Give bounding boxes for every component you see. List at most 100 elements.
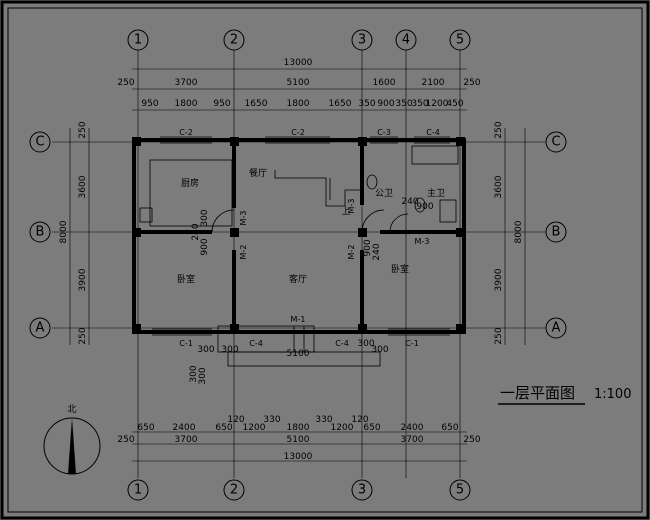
axis-label-top-5: 5 <box>456 33 464 48</box>
dim-top-r1-4: 2100 <box>422 78 445 88</box>
dim-bot-r1-8: 1200 <box>331 423 354 433</box>
dim-right-total: 8000 <box>514 220 524 243</box>
drawing-scale: 1:100 <box>594 387 631 402</box>
porch-dim-3: 300 <box>357 339 374 349</box>
code-m2-left: M-2 <box>239 245 248 260</box>
porch-dim-5: 300 <box>189 365 199 382</box>
axis-bubbles <box>29 29 567 501</box>
axis-label-bottom-2: 2 <box>230 483 238 498</box>
dim-bot-r2-4: 250 <box>463 435 480 445</box>
dim-bot-r1-9: 120 <box>351 415 368 425</box>
dim-right-0: 250 <box>494 121 504 138</box>
dim-bot-r1-2: 650 <box>215 423 232 433</box>
dim-bot-r1-4: 1200 <box>243 423 266 433</box>
drawing-title: 一层平面图 <box>500 384 575 402</box>
dim-top-r1-1: 3700 <box>175 78 198 88</box>
dim-left-3: 250 <box>78 327 88 344</box>
code-c2-left: C-2 <box>179 128 193 137</box>
dim-left-total: 8000 <box>59 220 69 243</box>
code-c3: C-3 <box>377 128 391 137</box>
dim-bot-r1-5: 330 <box>263 415 280 425</box>
code-c4-top: C-4 <box>426 128 440 137</box>
windows <box>152 136 450 336</box>
dim-top-r1-0: 250 <box>117 78 134 88</box>
porch-dim-1: 300 <box>221 345 238 355</box>
axis-label-bottom-1: 1 <box>134 483 142 498</box>
code-m3-stair: M-3 <box>347 199 356 214</box>
top-dimension-lines <box>132 68 467 111</box>
dim-top-r2-11: 450 <box>446 99 463 109</box>
axis-label-top-1: 1 <box>134 33 142 48</box>
room-public-bath: 公卫 <box>375 188 393 199</box>
porch-dim-6: 300 <box>198 367 208 384</box>
inner-dim-2: 900 <box>200 238 210 255</box>
dim-right-1: 3600 <box>494 175 504 198</box>
dim-top-r2-3: 1650 <box>245 99 268 109</box>
dim-bot-r2-3: 3700 <box>401 435 424 445</box>
code-c2-mid: C-2 <box>291 128 305 137</box>
code-m3-right: M-3 <box>415 237 430 246</box>
porch-dim-4: 300 <box>371 345 388 355</box>
room-bedroom-right: 卧室 <box>391 263 409 275</box>
dim-left-0: 250 <box>78 121 88 138</box>
left-dimension-texts: 8000 250 3600 3900 250 <box>59 121 88 344</box>
dim-top-r2-0: 950 <box>141 99 158 109</box>
code-m1: M-1 <box>291 315 306 324</box>
axis-label-left-c: C <box>35 135 44 150</box>
room-labels: 厨房 餐厅 公卫 主卫 卧室 客厅 卧室 上 <box>177 167 445 285</box>
room-dining: 餐厅 <box>249 167 267 179</box>
north-label: 北 <box>67 404 76 415</box>
dim-right-3: 250 <box>494 327 504 344</box>
dim-top-r1-5: 250 <box>463 78 480 88</box>
dim-bot-r2-0: 250 <box>117 435 134 445</box>
dim-bot-r1-10: 650 <box>363 423 380 433</box>
dim-top-r2-5: 1650 <box>329 99 352 109</box>
side-dimension-lines <box>69 128 526 345</box>
axis-label-top-2: 2 <box>230 33 238 48</box>
bottom-dimension-lines <box>132 431 467 462</box>
dim-top-r2-9: 350 <box>411 99 428 109</box>
inner-dim-0: 300 <box>200 209 210 226</box>
room-master-bath: 主卫 <box>427 187 445 199</box>
dim-left-1: 3600 <box>78 175 88 198</box>
opening-codes: C-2 C-2 C-3 C-4 C-1 C-4 M-1 C-4 C-1 M-3 … <box>179 128 440 348</box>
inner-frame <box>7 7 643 513</box>
inner-dim-3: 900 <box>363 239 373 256</box>
axis-label-top-3: 3 <box>358 33 366 48</box>
axis-label-right-b: B <box>552 225 561 240</box>
porch-dim-2: 5100 <box>287 349 310 359</box>
code-c1-right: C-1 <box>405 339 419 348</box>
code-c1-left: C-1 <box>179 339 193 348</box>
inner-dim-4: 240 <box>372 243 382 260</box>
dim-bot-r2-2: 5100 <box>287 435 310 445</box>
dim-bot-r1-7: 330 <box>315 415 332 425</box>
dim-bot-r1-12: 650 <box>441 423 458 433</box>
dim-top-r2-10: 1200 <box>426 99 449 109</box>
axis-label-left-b: B <box>36 225 45 240</box>
stair-up-label: 上 <box>341 206 350 217</box>
structural-columns <box>132 137 465 333</box>
dim-left-2: 3900 <box>78 268 88 291</box>
walls <box>132 138 466 334</box>
dim-top-r2-7: 900 <box>377 99 394 109</box>
dim-top-r2-2: 950 <box>213 99 230 109</box>
top-dimension-texts: 13000 250 3700 5100 1600 2100 250 950 18… <box>117 58 480 109</box>
dim-bot-r1-6: 1800 <box>287 423 310 433</box>
inner-dim-5: 240 <box>401 197 418 207</box>
code-c4-br: C-4 <box>335 339 349 348</box>
dim-top-r1-3: 1600 <box>373 78 396 88</box>
dim-top-r2-4: 1800 <box>287 99 310 109</box>
inner-dimension-texts: 300 240 900 900 240 240 900 300 300 5100… <box>189 197 434 385</box>
north-arrow-icon <box>68 418 76 474</box>
axis-label-bottom-5: 5 <box>456 483 464 498</box>
axis-label-right-a: A <box>552 321 561 336</box>
inner-dim-1: 240 <box>191 223 201 240</box>
bottom-dimension-texts: 650 2400 650 120 1200 330 1800 330 1200 … <box>117 415 480 462</box>
code-c4-bl: C-4 <box>249 339 263 348</box>
room-bedroom-left: 卧室 <box>177 273 195 285</box>
axis-label-top-4: 4 <box>402 33 410 48</box>
fixtures <box>139 145 459 367</box>
dim-top-r2-6: 350 <box>358 99 375 109</box>
dim-bot-r2-1: 3700 <box>175 435 198 445</box>
